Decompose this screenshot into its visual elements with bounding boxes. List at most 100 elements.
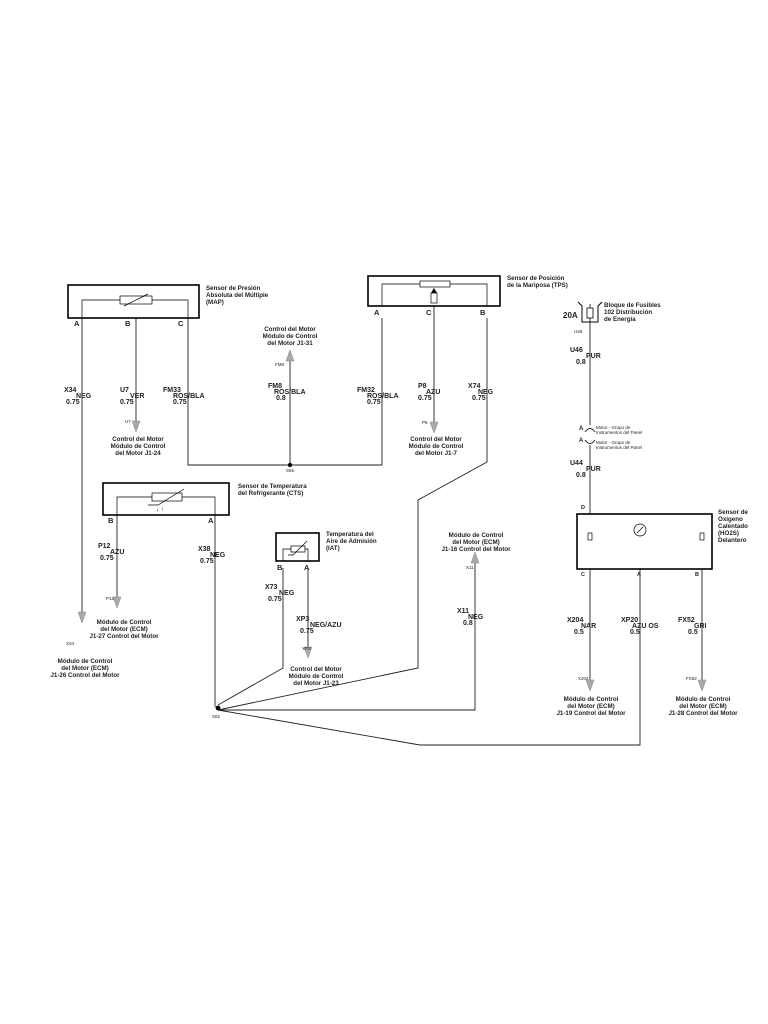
u7-gauge: 0.75 [120,399,134,406]
svg-text:Módulo de Control: Módulo de Control [676,696,731,703]
cts-title-2: del Refrigerante (CTS) [238,490,303,497]
connector-pin-a1: A [579,426,584,432]
map-pin-b: B [125,319,131,328]
svg-text:Módulo de Control: Módulo de Control [58,658,113,665]
map-title-2: Absoluta del Múltiple [206,292,269,299]
u46-code: U46 [570,347,583,354]
fm33-color: ROS/BLA [173,393,205,400]
heater-element-icon [587,532,593,541]
wire-fm33-fm32[interactable] [187,318,383,466]
svg-text:Módulo de Control: Módulo de Control [449,532,504,539]
cts-title-1: Sensor de Temperatura [238,483,307,490]
splice-s62-dot [215,705,221,711]
fuse-tag: U46 [574,329,583,334]
resistor-icon [119,295,153,305]
connector-pin-a2: A [579,438,584,444]
iat-title-1: Temperatura del [326,531,374,538]
dest-fm8[interactable]: Control del Motor Módulo de Control del … [263,326,318,347]
svg-text:del Motor (ECM): del Motor (ECM) [100,626,147,633]
u7-color: VER [130,393,144,400]
tps-title-1: Sensor de Posición [507,275,565,282]
arrow-u7 [131,420,141,433]
arrow-fx52 [697,679,707,692]
ho2s-sensor[interactable]: Sensor de Oxígeno Calentado (HO2S) Delan… [576,505,748,578]
temperature-arrows-icon: ↓ ↑ [156,507,164,513]
svg-text:Módulo de Control: Módulo de Control [289,673,344,680]
splice-s65: S65 [286,468,295,473]
xp3-gauge: 0.75 [300,628,314,635]
svg-text:del Motor (ECM): del Motor (ECM) [452,539,499,546]
dest-x204[interactable]: Módulo de Control del Motor (ECM) J1-19 … [556,696,626,717]
dest-p12[interactable]: Módulo de Control del Motor (ECM) J1-27 … [89,619,159,640]
thermistor-icon [290,545,306,553]
splice-s65-dot [287,462,293,468]
u46-color: PUR [586,353,601,360]
fx52-tag: FX52 [686,676,697,681]
ho2s-title-1: Sensor de [718,509,748,516]
x204-tag: X204 [578,676,589,681]
svg-text:del Motor (ECM): del Motor (ECM) [567,703,614,710]
fuse-block[interactable]: 20A U46 Bloque de Fusibles 102 Distribuc… [563,301,661,334]
x38-gauge: 0.75 [200,558,214,565]
ho2s-title-5: Delantero [718,537,747,544]
variable-resistor-icon [123,293,149,307]
tps-pin-b: B [480,308,486,317]
p12-color: AZU [110,549,124,556]
dest-x34[interactable]: Módulo de Control del Motor (ECM) J1-26 … [50,658,120,679]
ho2s-pin-c: C [581,572,585,578]
fm33-gauge: 0.75 [173,399,187,406]
ho2s-pin-a: A [637,572,641,578]
wire-xp20[interactable] [217,535,641,746]
x34-code: X34 [64,387,77,394]
arrow-xp3 [303,646,313,659]
map-sensor[interactable]: Sensor de Presión Absoluta del Múltiple … [67,284,269,328]
dest-p8[interactable]: Control del Motor Módulo de Control del … [409,436,464,457]
x73-code: X73 [265,584,278,591]
tps-sensor[interactable]: Sensor de Posición de la Mariposa (TPS) … [367,275,568,317]
x11-code: X11 [457,608,469,615]
ho2s-pin-b: B [695,572,699,578]
map-pin-c: C [178,319,184,328]
dest-x11[interactable]: Módulo de Control del Motor (ECM) J1-16 … [441,532,511,553]
fuse-title-1: Bloque de Fusibles [604,302,661,309]
x73-color: NEG [279,590,295,597]
splice-s62: S62 [212,714,221,719]
wires [81,300,703,746]
wire-x11[interactable] [218,560,476,711]
x38-code: X38 [198,546,211,553]
fm33-code: FM33 [163,387,181,394]
iat-pin-a: A [304,563,310,572]
xp20-color: AZU OS [632,623,659,630]
xp20-gauge: 0.5 [630,629,640,636]
cts-pin-b: B [108,516,114,525]
svg-text:Módulo de Control: Módulo de Control [564,696,619,703]
fm8-tag: FM8 [275,362,284,367]
p8-gauge: 0.75 [418,395,432,402]
dest-u7[interactable]: Control del Motor Módulo de Control del … [111,436,166,457]
x74-gauge: 0.75 [472,395,486,402]
wire-x74[interactable] [217,318,488,711]
svg-text:J1-16 Control del Motor: J1-16 Control del Motor [441,546,511,553]
u46-gauge: 0.8 [576,359,586,366]
x204-code: X204 [567,617,583,624]
fx52-color: GRI [694,623,707,630]
u44-code: U44 [570,460,583,467]
x204-gauge: 0.5 [574,629,584,636]
u44-color: PUR [586,466,601,473]
splices: S65 S62 [212,462,295,719]
ho2s-title-2: Oxígeno [718,516,743,523]
dest-xp3[interactable]: Control del Motor Módulo de Control del … [289,666,344,687]
iat-sensor[interactable]: Temperatura del Aire de Admisión (IAT) B… [275,531,377,572]
wire-x73[interactable] [217,568,284,706]
p12-gauge: 0.75 [100,555,114,562]
destinations: Control del Motor Módulo de Control del … [50,326,738,717]
svg-text:Módulo de Control: Módulo de Control [111,443,166,450]
x11-gauge: 0.8 [463,620,473,627]
fm8-code: FM8 [268,383,282,390]
cts-sensor[interactable]: ↓ ↑ Sensor de Temperatura del Refrigeran… [102,482,307,525]
arrow-p12 [112,596,122,609]
dest-fx52[interactable]: Módulo de Control del Motor (ECM) J1-28 … [668,696,738,717]
